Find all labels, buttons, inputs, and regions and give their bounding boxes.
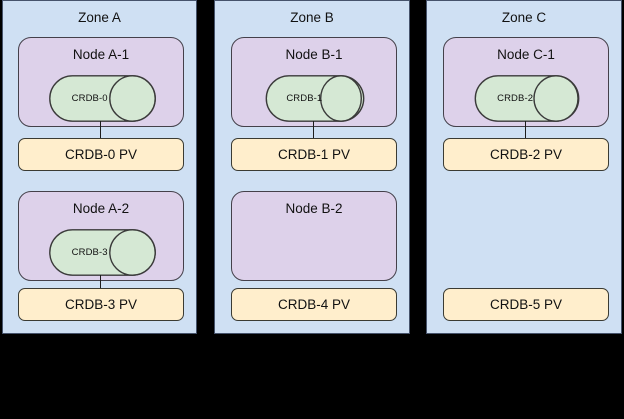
pv-crdb-1-label: CRDB-1 PV <box>277 146 350 162</box>
node-c-1[interactable]: Node C-1 CRDB-2 <box>443 37 609 127</box>
pv-crdb-2[interactable]: CRDB-2 PV <box>443 138 609 171</box>
node-b-2-title: Node B-2 <box>285 201 343 216</box>
pod-crdb-1[interactable]: CRDB-1 <box>265 75 365 122</box>
connector-node-a-1-to-crdb-0-pv <box>100 121 101 139</box>
zone-b[interactable]: Zone B Node B-1 CRDB-1 CRDB-1 PV Node B-… <box>214 0 410 334</box>
node-a-1[interactable]: Node A-1 CRDB-0 <box>18 37 184 127</box>
pod-crdb-2[interactable]: CRDB-2 <box>474 75 580 122</box>
connector-node-c-1-to-crdb-2-pv <box>525 121 526 139</box>
pod-crdb-3[interactable]: CRDB-3 <box>49 229 156 276</box>
pv-crdb-0[interactable]: CRDB-0 PV <box>18 138 184 171</box>
node-c-1-title: Node C-1 <box>497 47 555 62</box>
pv-crdb-1[interactable]: CRDB-1 PV <box>231 138 397 171</box>
pv-crdb-4-label: CRDB-4 PV <box>277 296 350 312</box>
pv-crdb-5[interactable]: CRDB-5 PV <box>443 288 609 321</box>
node-b-1[interactable]: Node B-1 CRDB-1 <box>231 37 397 127</box>
connector-node-a-2-to-crdb-3-pv <box>100 275 101 293</box>
zone-b-title: Zone B <box>290 10 334 25</box>
pv-crdb-4[interactable]: CRDB-4 PV <box>231 288 397 321</box>
zone-c-title: Zone C <box>501 10 547 25</box>
pv-crdb-3-label: CRDB-3 PV <box>64 296 137 312</box>
node-a-1-title: Node A-1 <box>72 47 130 62</box>
node-b-2[interactable]: Node B-2 <box>231 191 397 281</box>
pv-crdb-0-label: CRDB-0 PV <box>64 146 137 162</box>
node-a-2-title: Node A-2 <box>72 201 130 216</box>
pv-crdb-2-label: CRDB-2 PV <box>489 146 562 162</box>
connector-node-b-1-to-crdb-1-pv <box>313 121 314 139</box>
zone-a-title: Zone A <box>78 10 121 25</box>
pv-crdb-3[interactable]: CRDB-3 PV <box>18 288 184 321</box>
pv-crdb-5-label: CRDB-5 PV <box>489 296 562 312</box>
node-a-2[interactable]: Node A-2 CRDB-3 <box>18 191 184 281</box>
zone-c[interactable]: Zone C Node C-1 CRDB-2 CRDB-2 PV CRDB-5 … <box>426 0 622 334</box>
zone-a[interactable]: Zone A Node A-1 CRDB-0 CRDB-0 PV Node A-… <box>2 0 197 334</box>
pod-crdb-0[interactable]: CRDB-0 <box>49 75 156 122</box>
node-b-1-title: Node B-1 <box>285 47 343 62</box>
